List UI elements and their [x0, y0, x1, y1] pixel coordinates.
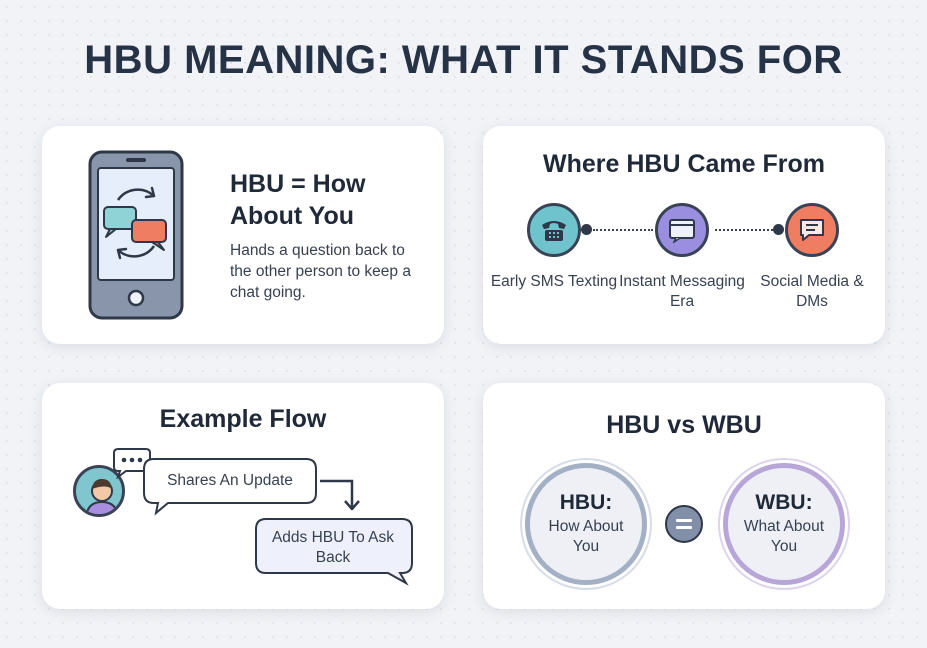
- flow-arrow-icon: [320, 479, 360, 511]
- comparison-title: HBU vs WBU: [606, 411, 762, 439]
- example-title: Example Flow: [159, 405, 327, 433]
- comparison-card: HBU vs WBU HBU: How About You WBU: What …: [483, 383, 885, 609]
- origin-title: Where HBU Came From: [543, 150, 825, 178]
- chat-window-icon: [655, 203, 709, 257]
- phone-icon: [88, 150, 184, 320]
- origin-card: Where HBU Came From Early SMS Texting In…: [483, 126, 885, 344]
- step-one-text: Shares An Update: [167, 472, 293, 489]
- reply-bubble: [255, 518, 413, 586]
- avatar: [73, 465, 125, 517]
- wbu-meaning: What About You: [743, 518, 825, 555]
- step-two-text: Adds HBU To Ask Back: [271, 529, 395, 566]
- wbu-abbr: WBU:: [755, 491, 813, 514]
- telephone-icon: [527, 203, 581, 257]
- hbu-meaning: How About You: [548, 518, 624, 555]
- hbu-abbr: HBU:: [559, 491, 613, 514]
- timeline-connector: [715, 229, 773, 231]
- timeline-dot: [581, 224, 592, 235]
- typing-bubble-icon: [113, 448, 151, 479]
- wbu-circle: WBU: What About You: [723, 463, 845, 585]
- timeline-dot: [773, 224, 784, 235]
- timeline-label: Social Media & DMs: [760, 273, 864, 310]
- definition-heading: HBU = How About You: [230, 170, 366, 230]
- timeline-connector: [593, 229, 653, 231]
- timeline-label: Instant Messaging Era: [619, 273, 745, 310]
- message-icon: [785, 203, 839, 257]
- page-title: HBU MEANING: WHAT IT STANDS FOR: [84, 38, 843, 82]
- equals-icon: [665, 505, 703, 543]
- example-card: Example Flow Shares An Update Adds HBU T…: [42, 383, 444, 609]
- definition-card: HBU = How About You Hands a question bac…: [42, 126, 444, 344]
- definition-description: Hands a question back to the other perso…: [230, 242, 411, 301]
- hbu-circle: HBU: How About You: [525, 463, 647, 585]
- message-bubble: [143, 458, 317, 516]
- timeline-label: Early SMS Texting: [490, 273, 618, 290]
